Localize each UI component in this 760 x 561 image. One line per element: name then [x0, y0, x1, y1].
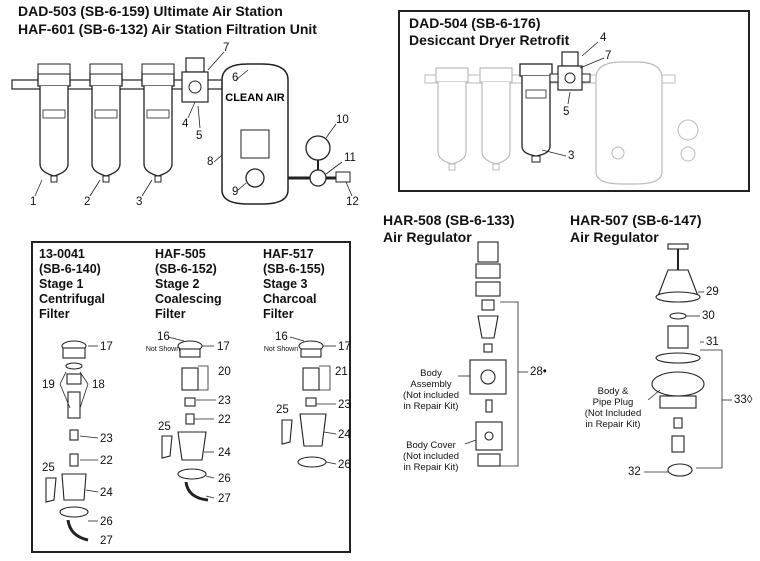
har508-exploded: [469, 241, 507, 467]
filter-unit-1: [37, 71, 71, 183]
stage1-line3: Stage 1: [39, 277, 84, 291]
dryer-callout-5: 5: [563, 106, 570, 118]
callout-2: 2: [84, 196, 91, 208]
har508-title-1: HAR-508 (SB-6-133): [383, 212, 515, 228]
stage2-line2: (SB-6-152): [155, 262, 217, 276]
filter-unit-3: [141, 71, 175, 183]
dryer-title-1: DAD-504 (SB-6-176): [409, 15, 541, 31]
callout-6: 6: [232, 72, 239, 84]
stage3-line1: HAF-517: [263, 247, 314, 261]
s3-callout-24: 24: [338, 429, 351, 441]
s3-callout-16: 16: [275, 331, 288, 343]
outlet-valve: [309, 169, 327, 187]
s3-callout-17: 17: [338, 341, 351, 353]
har508-body-assembly-note: Body Assembly (Not included in Repair Ki…: [403, 368, 459, 412]
stage3-line4: Charcoal: [263, 292, 317, 306]
main-station-title-2: HAF-601 (SB-6-132) Air Station Filtratio…: [18, 21, 317, 37]
callout-3: 3: [136, 196, 143, 208]
har507-callout-29: 29: [706, 286, 719, 298]
s3-not-shown: Not Shown: [263, 346, 299, 353]
dryer-callout-4: 4: [600, 32, 607, 44]
filters-frame: [31, 241, 351, 553]
dryer-callout-3: 3: [568, 150, 575, 162]
s2-callout-17: 17: [217, 341, 230, 353]
s1-callout-23: 23: [100, 433, 113, 445]
dryer-callout-7: 7: [605, 50, 612, 62]
tank-label: CLEAN AIR: [225, 92, 285, 104]
callout-7: 7: [223, 42, 230, 54]
stage1-line4: Centrifugal: [39, 292, 105, 306]
s3-callout-23: 23: [338, 399, 351, 411]
s2-callout-23: 23: [218, 395, 231, 407]
stage3-line3: Stage 3: [263, 277, 308, 291]
stage2-line3: Stage 2: [155, 277, 200, 291]
s2-not-shown: Not Shown: [145, 346, 181, 353]
s1-callout-24: 24: [100, 487, 113, 499]
har508-title-2: Air Regulator: [383, 229, 472, 245]
callout-1: 1: [30, 196, 37, 208]
callout-8: 8: [207, 156, 214, 168]
stage2-line4: Coalescing: [155, 292, 222, 306]
s2-callout-16: 16: [157, 331, 170, 343]
regulator-knob: [185, 57, 205, 73]
stage1-line5: Filter: [39, 307, 70, 321]
s3-callout-26: 26: [338, 459, 351, 471]
callout-4: 4: [182, 118, 189, 130]
har508-body-cover-note: Body Cover (Not included in Repair Kit): [403, 440, 459, 473]
stage2-line5: Filter: [155, 307, 186, 321]
desiccant-dryer: [519, 51, 591, 163]
har507-title-1: HAR-507 (SB-6-147): [570, 212, 702, 228]
s3-callout-21: 21: [335, 366, 348, 378]
stage2-exploded: [161, 340, 209, 502]
stage1-exploded: [45, 340, 89, 542]
har507-callout-32: 32: [628, 466, 641, 478]
s1-callout-19: 19: [42, 379, 55, 391]
s1-callout-27: 27: [100, 535, 113, 547]
main-station-title-1: DAD-503 (SB-6-159) Ultimate Air Station: [18, 3, 283, 19]
callout-11: 11: [344, 152, 356, 164]
stage1-line1: 13-0041: [39, 247, 85, 261]
dryer-title-2: Desiccant Dryer Retrofit: [409, 32, 570, 48]
s1-callout-18: 18: [92, 379, 105, 391]
har507-body-note: Body & Pipe Plug (Not Included in Repair…: [584, 386, 642, 430]
har507-callout-30: 30: [702, 310, 715, 322]
filter-unit-2: [89, 71, 123, 183]
stage3-line5: Filter: [263, 307, 294, 321]
har507-callout-33: 33◊: [734, 394, 753, 406]
har508-callout-28: 28•: [530, 366, 547, 378]
stage1-line2: (SB-6-140): [39, 262, 101, 276]
har507-callout-31: 31: [706, 336, 719, 348]
s2-callout-22: 22: [218, 414, 231, 426]
callout-9: 9: [232, 186, 239, 198]
stage3-exploded: [281, 340, 327, 468]
s2-callout-27: 27: [218, 493, 231, 505]
drain-port: [245, 168, 265, 188]
callout-5: 5: [196, 130, 203, 142]
s3-callout-25: 25: [276, 404, 289, 416]
har507-exploded: [651, 243, 705, 477]
s2-callout-20: 20: [218, 366, 231, 378]
s1-callout-25: 25: [42, 462, 55, 474]
s1-callout-26: 26: [100, 516, 113, 528]
dryer-retrofit-frame: [398, 10, 750, 192]
stage3-line2: (SB-6-155): [263, 262, 325, 276]
pressure-gauge: [305, 135, 331, 161]
stage2-line1: HAF-505: [155, 247, 206, 261]
s1-callout-22: 22: [100, 455, 113, 467]
s2-callout-26: 26: [218, 473, 231, 485]
s2-callout-25: 25: [158, 421, 171, 433]
har507-title-2: Air Regulator: [570, 229, 659, 245]
callout-10: 10: [336, 114, 349, 126]
s2-callout-24: 24: [218, 447, 231, 459]
s1-callout-17: 17: [100, 341, 113, 353]
callout-12: 12: [346, 196, 359, 208]
